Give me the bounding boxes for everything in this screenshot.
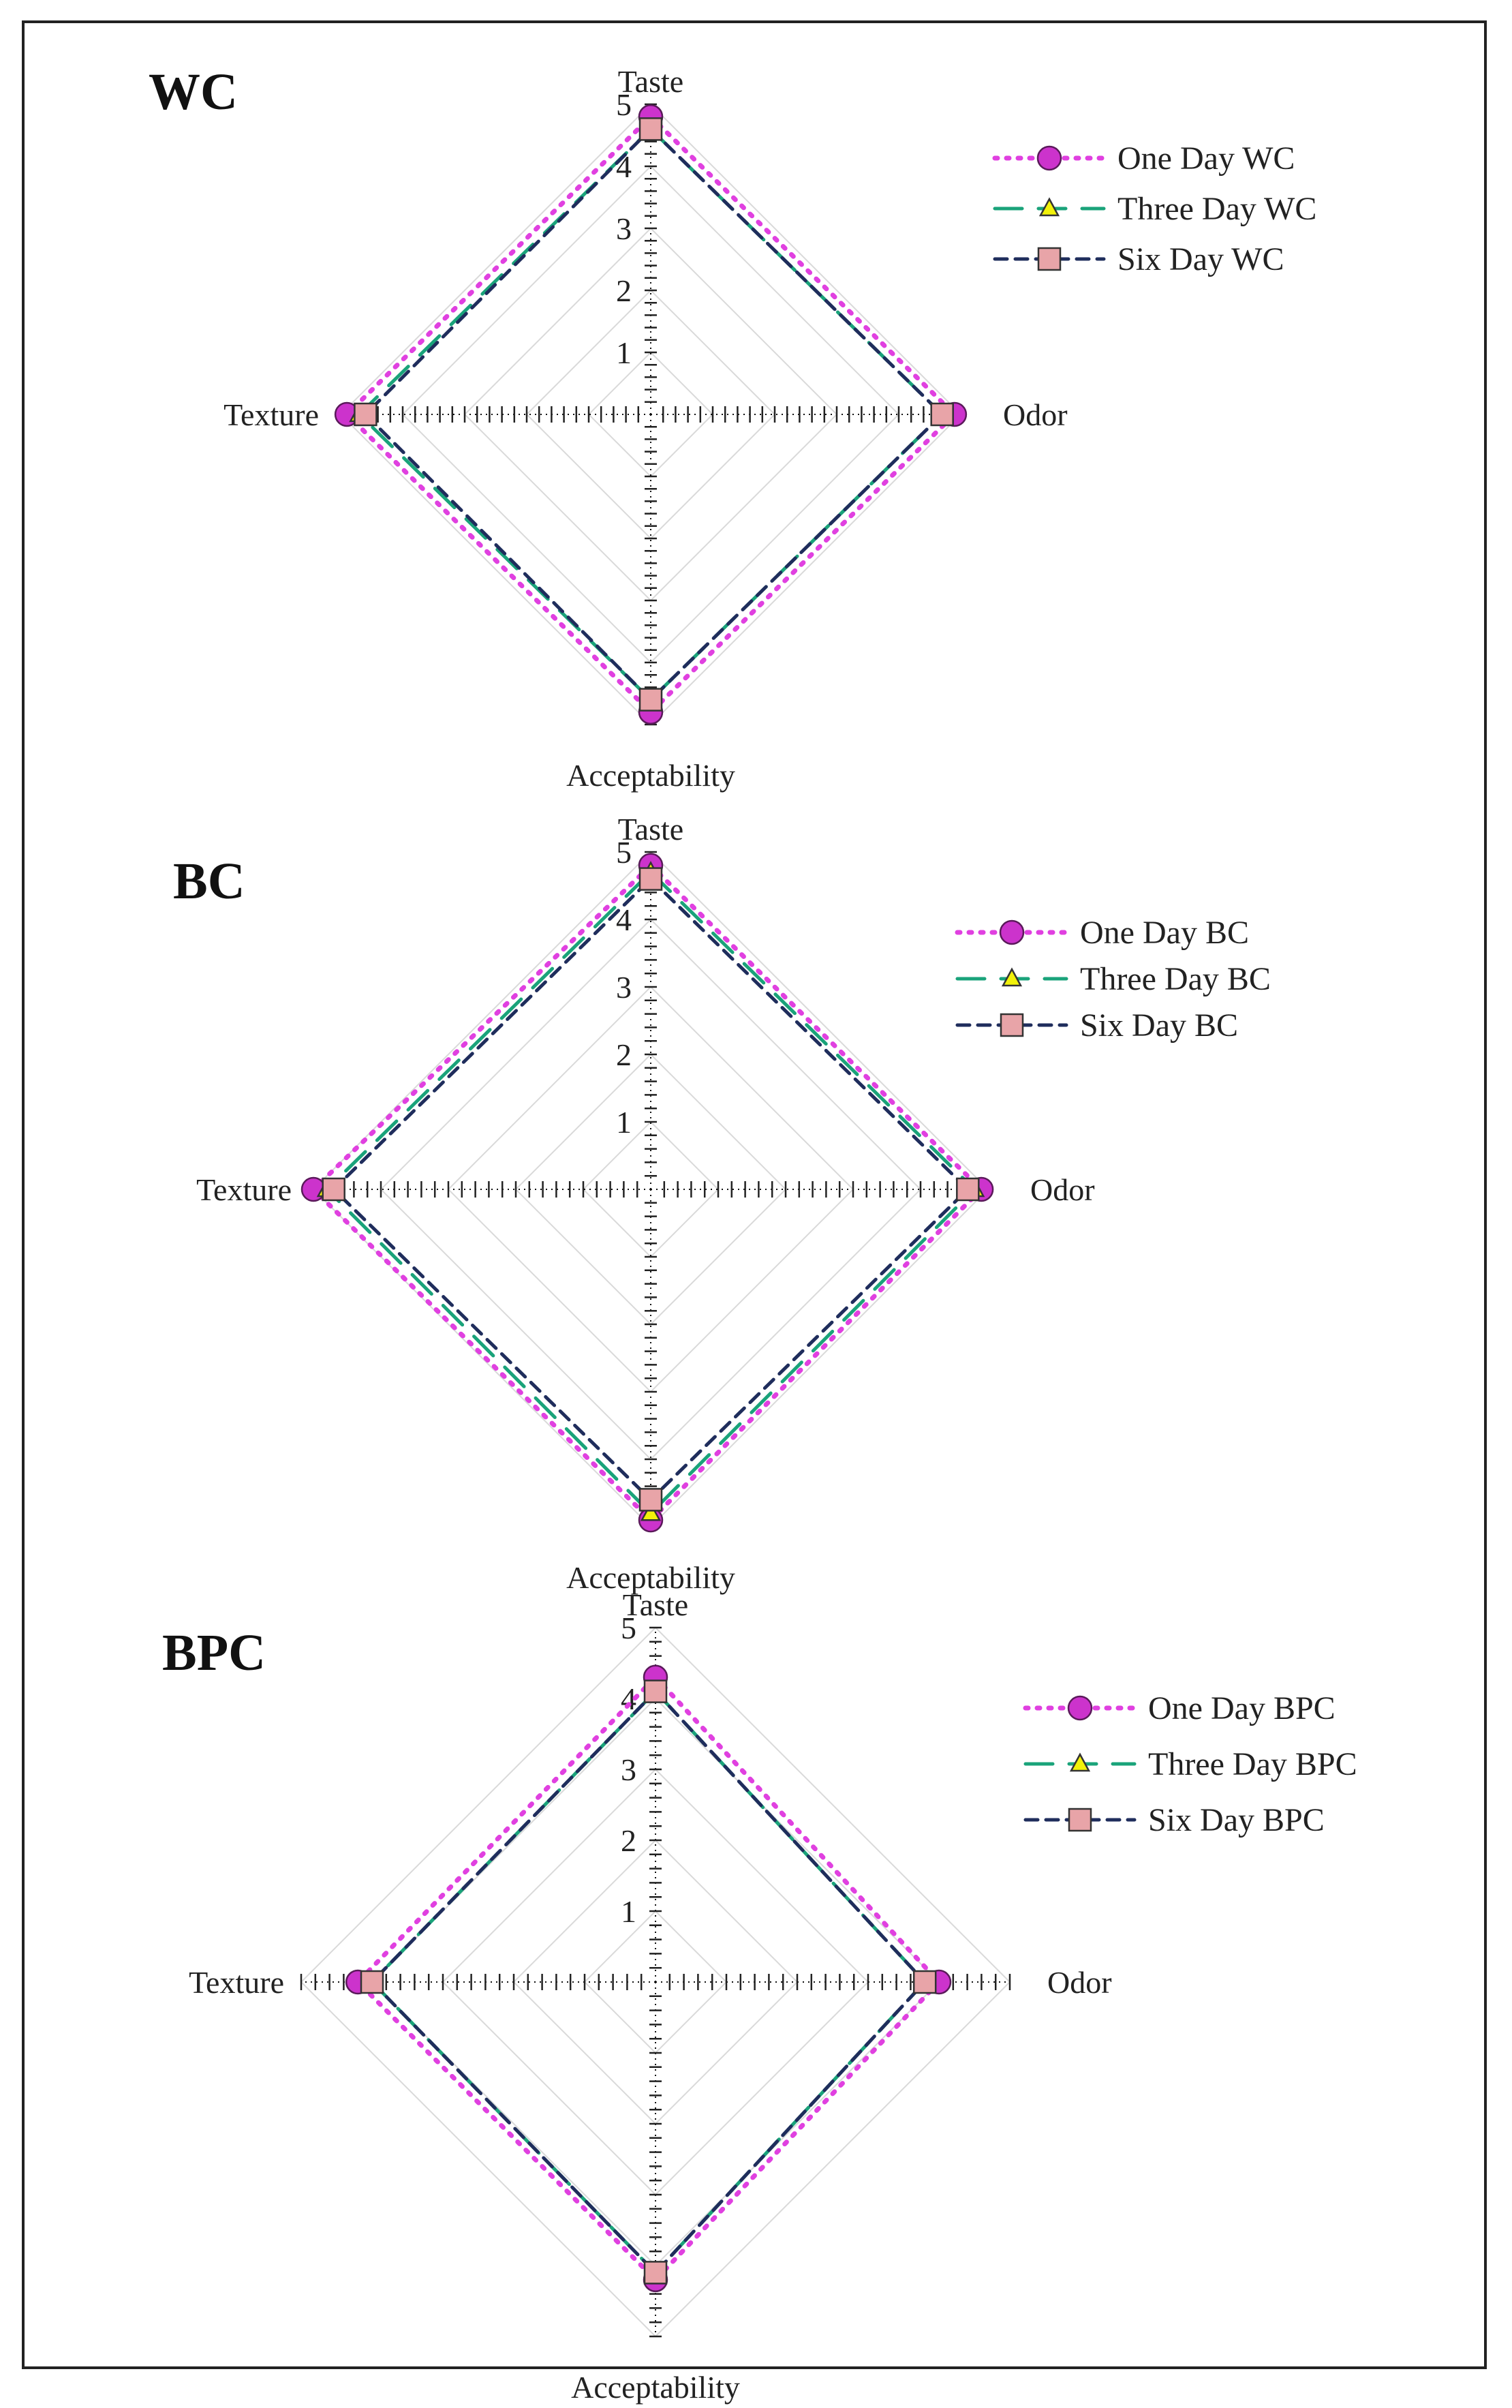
legend-marker [1000, 1013, 1024, 1037]
legend-marker [1037, 247, 1062, 271]
series-line [324, 870, 977, 1516]
legend-marker [1068, 1808, 1092, 1832]
axis-label-odor: Odor [1047, 1965, 1112, 2000]
axis-label-odor: Odor [1030, 1172, 1095, 1207]
legend-entry: Three Day BPC [1148, 1746, 1357, 1782]
tick-label: 1 [621, 1894, 636, 1929]
data-point [638, 117, 663, 141]
tick-label: 1 [616, 1105, 632, 1140]
tick-label: 2 [616, 273, 632, 308]
legend-entry: Six Day BC [1080, 1007, 1238, 1043]
data-point [930, 402, 954, 427]
series-three-day-bpc [361, 1679, 936, 2281]
chart-title: WC [149, 63, 238, 121]
legend: One Day BC Three Day BC Six Day BC [955, 915, 1271, 1043]
axis-label-taste: Taste [623, 1587, 688, 1622]
tick-label: 2 [616, 1037, 632, 1072]
data-point [640, 1502, 662, 1521]
data-point [643, 2261, 668, 2285]
legend-entry: One Day BC [1080, 915, 1249, 951]
series-six-day-wc [354, 117, 954, 712]
series-one-day-bpc [345, 1664, 952, 2293]
legend: One Day WC Three Day WC Six Day WC [992, 140, 1316, 277]
legend-marker [1038, 197, 1060, 217]
legend-entry: Six Day WC [1117, 241, 1284, 277]
legend-marker [1036, 145, 1062, 171]
data-point [638, 688, 663, 712]
data-point [956, 1177, 980, 1202]
tick-label: 4 [616, 902, 632, 937]
data-point [638, 1488, 663, 1512]
series-six-day-bpc [360, 1679, 937, 2285]
legend-marker [1069, 1752, 1091, 1772]
legend-marker [1001, 967, 1023, 987]
tick-label: 5 [616, 87, 632, 122]
radar-chart-wc: WC12345TasteOdorAcceptabilityTextureOne … [149, 63, 1316, 793]
legend-entry: One Day WC [1117, 140, 1295, 177]
data-point [912, 1970, 937, 1994]
data-point [354, 402, 377, 427]
tick-label: 2 [621, 1823, 636, 1858]
axis-label-texture: Texture [189, 1965, 284, 2000]
series-three-day-bc [316, 861, 985, 1521]
axis-label-acceptability: Acceptability [571, 2370, 740, 2405]
legend: One Day BPC Three Day BPC Six Day BPC [1023, 1690, 1357, 1838]
data-point [322, 1177, 345, 1202]
tick-label: 5 [616, 835, 632, 870]
axis-label-acceptability: Acceptability [566, 1560, 735, 1595]
tick-label: 3 [621, 1752, 636, 1787]
legend-entry: One Day BPC [1148, 1690, 1336, 1726]
axis-label-odor: Odor [1003, 397, 1068, 432]
legend-marker [999, 919, 1025, 945]
tick-label: 3 [616, 211, 632, 246]
series-line [362, 126, 945, 703]
data-point [638, 867, 663, 891]
chart-title: BPC [162, 1624, 266, 1681]
legend-marker [1067, 1695, 1093, 1721]
legend-entry: Three Day WC [1117, 191, 1316, 227]
axis-label-acceptability: Acceptability [566, 758, 735, 793]
data-point [643, 1679, 668, 1703]
tick-label: 3 [616, 970, 632, 1005]
axis-label-taste: Taste [618, 812, 683, 847]
series-one-day-bc [300, 853, 994, 1533]
tick-label: 4 [621, 1681, 636, 1716]
tick-label: 1 [616, 335, 632, 370]
series-one-day-wc [334, 104, 968, 725]
series-six-day-bc [322, 867, 980, 1512]
chart-title: BC [173, 853, 245, 910]
series-line [354, 1673, 942, 2283]
axis-label-taste: Taste [618, 64, 683, 99]
series-line [369, 1688, 927, 2276]
tick-label: 5 [621, 1611, 636, 1645]
series-line [309, 862, 985, 1524]
data-point [360, 1970, 384, 1994]
legend-entry: Six Day BPC [1148, 1802, 1325, 1838]
legend-entry: Three Day BC [1080, 961, 1271, 997]
axis-label-texture: Texture [196, 1172, 292, 1207]
axis-label-texture: Texture [223, 397, 319, 432]
